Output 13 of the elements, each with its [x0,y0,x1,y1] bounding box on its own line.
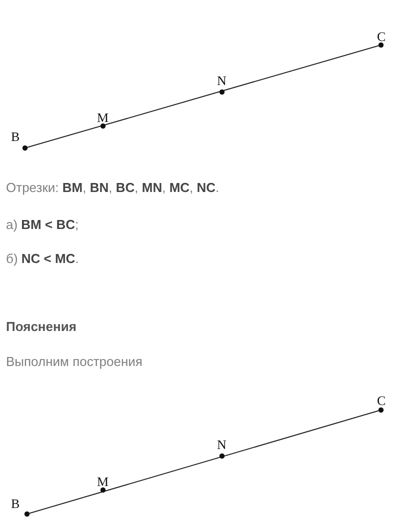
point-label: B [11,496,20,512]
point-label: C [377,29,386,45]
point-label: N [217,437,226,453]
section-heading: Пояснения [6,319,76,334]
answer-b: б) NC < MC. [6,251,79,266]
answer-a: а) BM < BC; [6,217,79,232]
point-label: B [11,129,20,145]
segments-list: Отрезки: BM, BN, BC, MN, MC, NC. [6,180,220,195]
point-label: M [97,110,109,126]
point-label: C [377,393,386,409]
point-label: M [97,474,109,490]
instruction-text: Выполним построения [6,354,142,369]
point-label: N [217,73,226,89]
